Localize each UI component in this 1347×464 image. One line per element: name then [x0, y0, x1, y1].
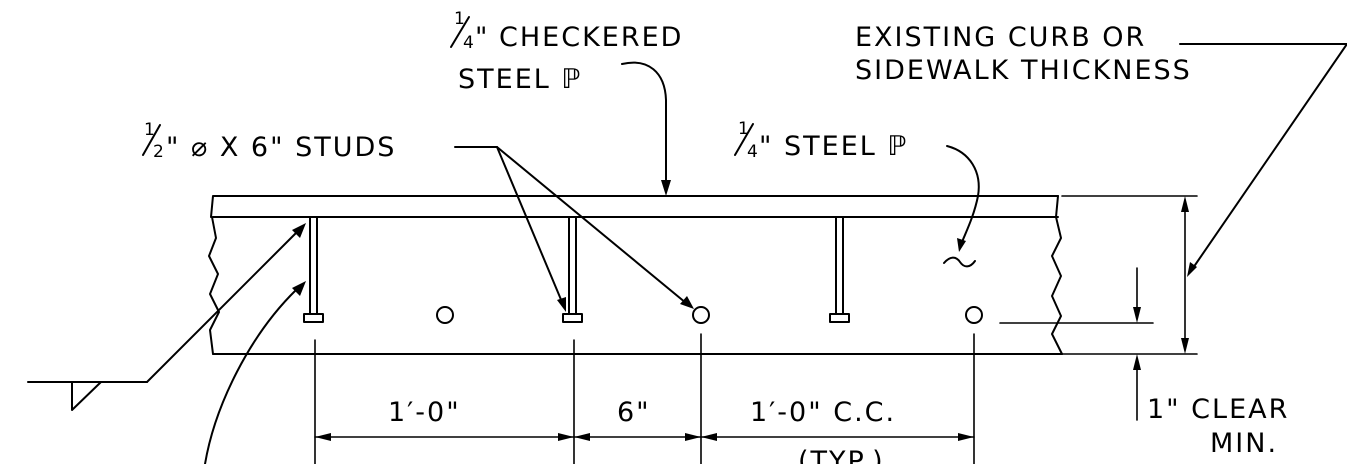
concrete-symbol: [943, 256, 976, 268]
studs-leader-1-arrowhead: [557, 297, 566, 312]
svg-text:1: 1: [454, 9, 467, 29]
svg-text:MIN.: MIN.: [1210, 428, 1278, 459]
left-break-line: [208, 216, 220, 355]
stud-1: [303, 216, 324, 323]
dim-3-label: 1′-0" C.C.: [750, 397, 896, 428]
thickness-arrow-top: [1181, 196, 1189, 212]
svg-text:1: 1: [144, 120, 157, 140]
dim-arrow-2-left: [574, 433, 590, 441]
curb-leader: [1192, 43, 1347, 269]
dim-arrow-3-right: [958, 433, 974, 441]
rebar-3: [965, 306, 983, 324]
checkered-plate-label: 1 4 " CHECKERED STEEL ℙ: [450, 9, 683, 95]
rebar-2: [692, 306, 710, 324]
clear-arrow-lower: [1133, 354, 1141, 370]
svg-text:EXISTING CURB OR: EXISTING CURB OR: [855, 22, 1146, 53]
svg-text:": ": [475, 22, 489, 53]
dim-arrow-2-right: [685, 433, 701, 441]
steel-plate-label: 1 4 " STEEL ℙ: [734, 119, 908, 162]
lower-leader-2: [204, 289, 297, 464]
svg-text:CHECKERED: CHECKERED: [499, 22, 683, 53]
dim-arrow-1-right: [558, 433, 574, 441]
studs-leader-2-arrowhead: [680, 296, 694, 309]
svg-text:4: 4: [463, 33, 476, 53]
svg-text:SIDEWALK THICKNESS: SIDEWALK THICKNESS: [855, 55, 1192, 86]
checkered-plate-outline: [210, 195, 1059, 218]
dim-arrow-1-left: [315, 433, 331, 441]
steel-plate-arrowhead: [957, 238, 966, 252]
studs-leader-2: [496, 146, 687, 304]
checkered-plate-leader: [621, 61, 667, 186]
svg-text:1" CLEAR: 1" CLEAR: [1147, 394, 1289, 425]
clear-arrow-upper: [1133, 307, 1141, 323]
svg-text:STEEL ℙ: STEEL ℙ: [458, 64, 582, 95]
svg-text:1: 1: [738, 119, 751, 139]
rebar-1: [436, 306, 454, 324]
svg-text:4: 4: [747, 142, 760, 162]
typ-label: (TYP.): [798, 446, 885, 464]
clear-min-label: 1" CLEAR MIN.: [1147, 394, 1289, 459]
right-break-line: [1051, 195, 1063, 355]
stud-3: [829, 216, 850, 323]
svg-text:" STEEL ℙ: " STEEL ℙ: [759, 131, 908, 162]
lower-leader-2-arrowhead: [292, 281, 306, 296]
ground-symbol: [71, 381, 102, 411]
dim-2-label: 6": [617, 397, 651, 428]
lower-leader-1-arrowhead: [292, 223, 306, 238]
stud-2: [562, 216, 583, 323]
lower-leader-1: [146, 232, 297, 383]
steel-plate-leader: [946, 145, 980, 243]
thickness-arrow-bottom: [1181, 338, 1189, 354]
dim-1-label: 1′-0": [388, 397, 461, 428]
dim-arrow-3-left: [701, 433, 717, 441]
svg-text:2: 2: [153, 142, 166, 162]
svg-text:" ⌀ X 6" STUDS: " ⌀ X 6" STUDS: [166, 132, 396, 163]
checkered-plate-arrowhead: [661, 180, 671, 196]
curb-leader-arrowhead: [1187, 262, 1197, 277]
curb-thickness-label: EXISTING CURB OR SIDEWALK THICKNESS: [855, 22, 1192, 86]
studs-leader-1: [496, 146, 563, 303]
studs-label: 1 2 " ⌀ X 6" STUDS: [142, 120, 396, 163]
